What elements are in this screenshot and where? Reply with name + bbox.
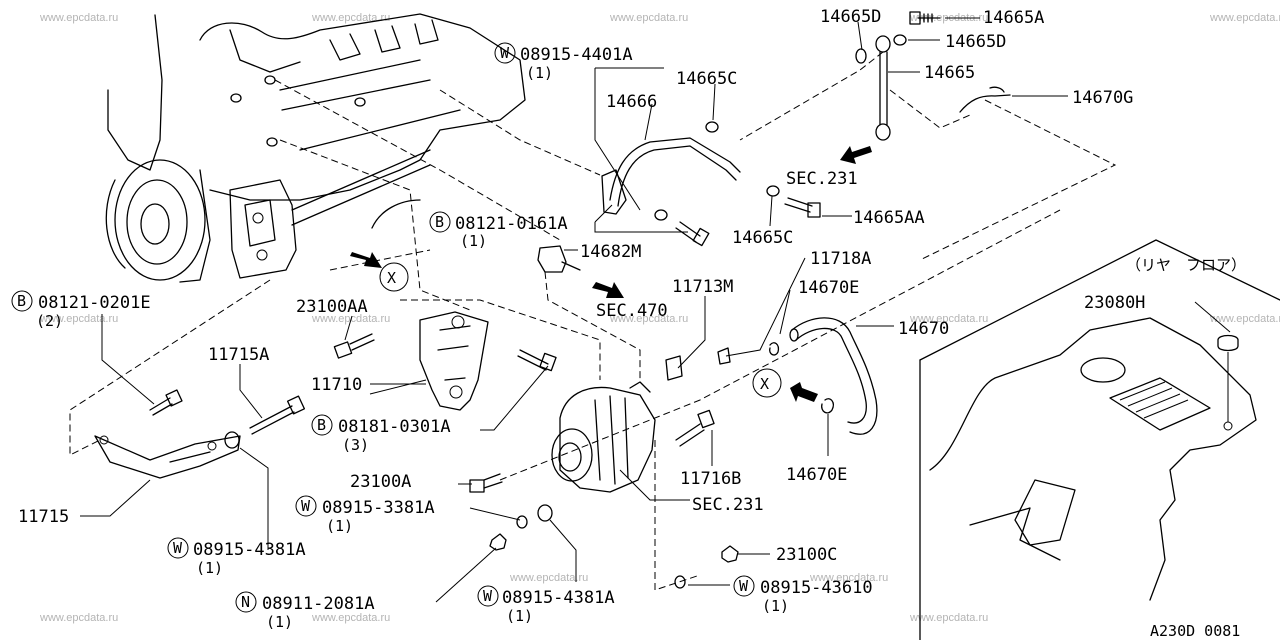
quantity-label: (1) bbox=[326, 517, 353, 535]
watermark: www.epcdata.ru bbox=[509, 572, 588, 584]
quantity-label: (1) bbox=[506, 607, 533, 625]
watermark: www.epcdata.ru bbox=[609, 12, 688, 24]
nut-prefix: N bbox=[241, 593, 250, 611]
bolt-23100A bbox=[469, 473, 503, 493]
part-number-label: 14665C bbox=[676, 69, 737, 89]
watermark: www.epcdata.ru bbox=[39, 313, 118, 325]
part-number-label: 14670G bbox=[1072, 88, 1133, 108]
bracket-11710 bbox=[400, 299, 601, 411]
watermark: www.epcdata.ru bbox=[1209, 12, 1280, 24]
leader-lines bbox=[80, 17, 1231, 603]
region-label: （リヤ フロア） bbox=[1126, 256, 1246, 274]
part-number-label: 14665AA bbox=[853, 208, 925, 228]
pipe-14666 bbox=[601, 121, 821, 247]
part-number-label: 08915-4381A bbox=[502, 588, 615, 608]
part-number-label: 23080H bbox=[1084, 293, 1145, 313]
watermark: www.epcdata.ru bbox=[809, 572, 888, 584]
part-number-label: 23100C bbox=[776, 545, 837, 565]
rod-assembly-14665 bbox=[739, 11, 1117, 261]
quantity-label: (1) bbox=[526, 64, 553, 82]
sec-reference: SEC.231 bbox=[692, 495, 764, 515]
bracket-11715 bbox=[94, 431, 241, 479]
watermark: www.epcdata.ru bbox=[311, 12, 390, 24]
part-number-label: 11718A bbox=[810, 249, 871, 269]
part-number-label: 14670 bbox=[898, 319, 949, 339]
rear-floor-inset bbox=[919, 239, 1280, 640]
washer-prefix: W bbox=[301, 497, 311, 515]
part-number-label: 14666 bbox=[606, 92, 657, 112]
part-number-label: 11715 bbox=[18, 507, 69, 527]
fitting-14682M bbox=[537, 245, 641, 380]
washer-prefix: W bbox=[173, 539, 183, 557]
bolt-prefix: B bbox=[17, 292, 26, 310]
part-number-label: 14682M bbox=[580, 242, 641, 262]
washers-nuts bbox=[489, 504, 739, 589]
quantity-label: (1) bbox=[762, 597, 789, 615]
diagram-code: A230D 0081 bbox=[1150, 622, 1240, 640]
part-number-label: 14665C bbox=[732, 228, 793, 248]
x-mark-label: X bbox=[760, 375, 769, 393]
washer-prefix: W bbox=[739, 577, 749, 595]
part-number-label: 11716B bbox=[680, 469, 741, 489]
part-number-label: 14670E bbox=[798, 278, 859, 298]
part-number-label: 11713M bbox=[672, 277, 733, 297]
watermark: www.epcdata.ru bbox=[1209, 313, 1280, 325]
bolt-11715A bbox=[249, 395, 306, 435]
part-number-label: 08121-0161A bbox=[455, 214, 568, 234]
part-number-label: 14665 bbox=[924, 63, 975, 83]
watermark: www.epcdata.ru bbox=[39, 612, 118, 624]
bolt-08121-0201E bbox=[149, 389, 183, 416]
part-number-label: 14670E bbox=[786, 465, 847, 485]
arrow-icon bbox=[840, 146, 872, 164]
part-number-label: 14665D bbox=[945, 32, 1006, 52]
watermark: www.epcdata.ru bbox=[909, 313, 988, 325]
arrow-icon bbox=[350, 252, 382, 268]
quantity-label: (1) bbox=[266, 613, 293, 631]
arrow-icon bbox=[790, 382, 818, 402]
bolt-prefix: B bbox=[317, 416, 326, 434]
bolt-prefix: B bbox=[435, 213, 444, 231]
part-number-label: 11715A bbox=[208, 345, 269, 365]
part-number-label: 23100AA bbox=[296, 297, 368, 317]
part-number-label: 08121-0201E bbox=[38, 293, 151, 313]
quantity-label: (1) bbox=[460, 232, 487, 250]
part-number-label: 08915-43610 bbox=[760, 578, 873, 598]
part-number-label: 08911-2081A bbox=[262, 594, 375, 614]
x-mark-right: X bbox=[752, 368, 782, 398]
part-labels: 14665D 14665A 14665D 14665 14670G W 0891… bbox=[11, 7, 1246, 640]
part-number-label: 11710 bbox=[311, 375, 362, 395]
part-number-label: 23100A bbox=[350, 472, 411, 492]
sec-reference: SEC.470 bbox=[596, 301, 668, 321]
x-mark-left: X bbox=[379, 262, 409, 292]
watermark: www.epcdata.ru bbox=[311, 612, 390, 624]
hose-14670 bbox=[769, 317, 878, 435]
watermark: www.epcdata.ru bbox=[909, 612, 988, 624]
watermark: www.epcdata.ru bbox=[39, 12, 118, 24]
part-number-label: 08915-4381A bbox=[193, 540, 306, 560]
quantity-label: (1) bbox=[196, 559, 223, 577]
quantity-label: (3) bbox=[342, 436, 369, 454]
bolt-23100AA bbox=[333, 333, 375, 359]
quantity-label: (2) bbox=[36, 312, 63, 330]
arrow-icon bbox=[592, 282, 624, 298]
watermark: www.epcdata.ru bbox=[609, 313, 688, 325]
x-mark-label: X bbox=[387, 269, 396, 287]
engine-block-drawing bbox=[105, 13, 526, 283]
alternator bbox=[499, 209, 1061, 591]
part-number-label: 14665D bbox=[820, 7, 881, 27]
washer-prefix: W bbox=[483, 587, 493, 605]
part-number-label: 08915-3381A bbox=[322, 498, 435, 518]
sec-reference: SEC.231 bbox=[786, 169, 858, 189]
part-number-label: 14665A bbox=[983, 8, 1044, 28]
stud-11716B bbox=[675, 409, 715, 447]
clip-11713M bbox=[665, 347, 731, 381]
part-number-label: 08915-4401A bbox=[520, 45, 633, 65]
part-number-label: 08181-0301A bbox=[338, 417, 451, 437]
washer-prefix: W bbox=[500, 44, 510, 62]
